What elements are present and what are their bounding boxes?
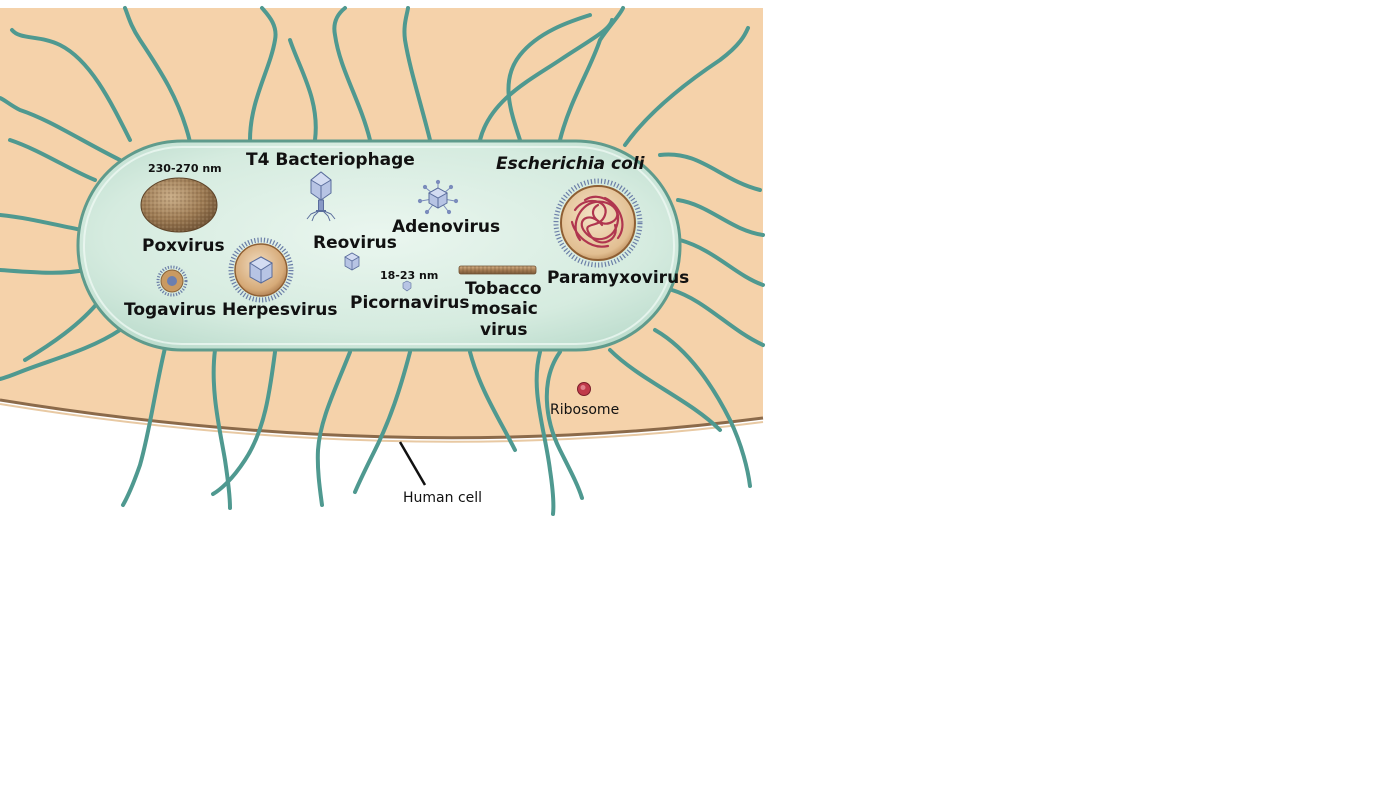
label-ribosome: Ribosome: [550, 402, 619, 418]
adenovirus-icon: [417, 179, 459, 215]
label-herpesvirus: Herpesvirus: [222, 300, 337, 320]
label-size-large: 230-270 nm: [148, 162, 222, 175]
tobacco-mosaic-virus-icon: [458, 265, 537, 275]
herpesvirus-icon: [228, 237, 294, 303]
t4-bacteriophage-icon: [306, 171, 336, 222]
pili: [0, 6, 765, 516]
human-cell-membrane: [0, 398, 764, 440]
label-tobacco-mosaic-virus-line1: Tobacco: [465, 279, 542, 299]
poxvirus-icon: [140, 177, 218, 233]
togavirus-icon: [156, 265, 188, 297]
label-paramyxovirus: Paramyxovirus: [547, 268, 689, 288]
label-picornavirus: Picornavirus: [350, 293, 470, 313]
label-size-small: 18-23 nm: [380, 269, 438, 282]
label-t4-bacteriophage: T4 Bacteriophage: [246, 150, 415, 170]
label-tobacco-mosaic-virus-line2: mosaic: [471, 299, 538, 319]
human-cell-pointer-line: [398, 441, 427, 486]
label-escherichia-coli: Escherichia coli: [496, 154, 646, 174]
label-reovirus: Reovirus: [313, 233, 397, 253]
reovirus-icon: [344, 252, 360, 271]
label-human-cell: Human cell: [403, 490, 482, 506]
ribosome-icon: [577, 382, 591, 396]
picornavirus-icon: [402, 280, 412, 292]
escherichia-coli-cell: [76, 139, 682, 352]
label-tobacco-mosaic-virus-line3: virus: [480, 320, 528, 340]
paramyxovirus-icon: [553, 178, 643, 268]
label-adenovirus: Adenovirus: [392, 217, 500, 237]
label-togavirus: Togavirus: [124, 300, 216, 320]
label-poxvirus: Poxvirus: [142, 236, 225, 256]
